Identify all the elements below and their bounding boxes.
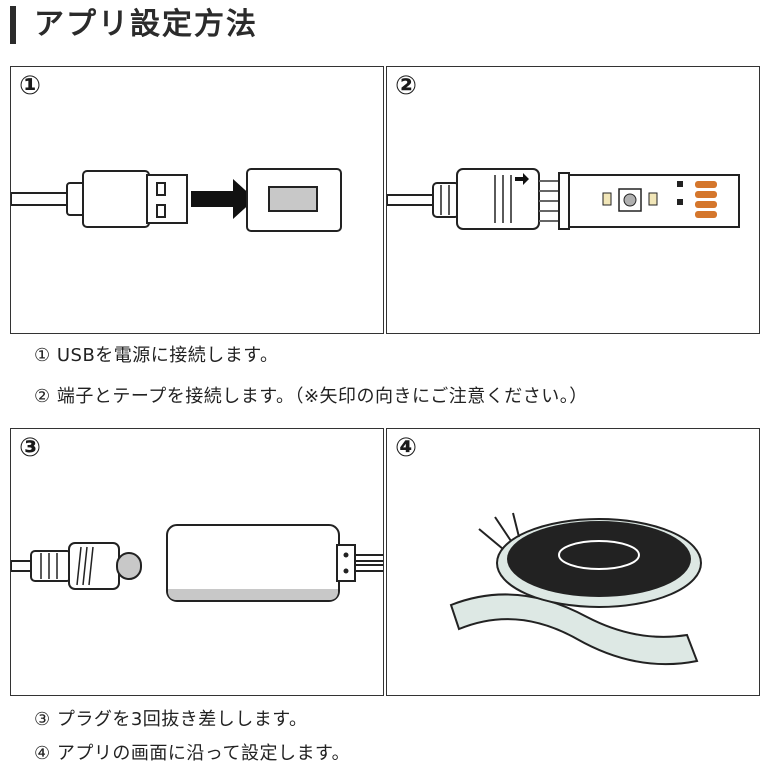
step-4-caption: ④ アプリの画面に沿って設定します。 — [34, 743, 351, 764]
plug-controller-illustration — [11, 524, 383, 602]
step-2-number: ② — [395, 71, 418, 101]
connector-tape-illustration — [387, 168, 740, 230]
page-title: アプリ設定方法 — [34, 7, 258, 42]
step-4-panel: ④ — [386, 428, 760, 696]
step-2-caption: ② 端子とテープを接続します。（※矢印の向きにご注意ください。） — [34, 386, 588, 407]
step-1-caption: ① USBを電源に接続します。 — [34, 345, 279, 366]
step-2-panel: ② — [386, 66, 760, 334]
tape-reel-illustration — [449, 512, 702, 666]
step-1-number: ① — [19, 71, 42, 101]
step-3-caption: ③ プラグを3回抜き差しします。 — [34, 709, 308, 730]
step-3-panel: ③ — [10, 428, 384, 696]
step-3-number: ③ — [19, 433, 42, 463]
step-4-number: ④ — [395, 433, 418, 463]
usb-plug-illustration — [11, 168, 342, 232]
step-1-panel: ① — [10, 66, 384, 334]
title-accent-bar — [10, 6, 16, 44]
